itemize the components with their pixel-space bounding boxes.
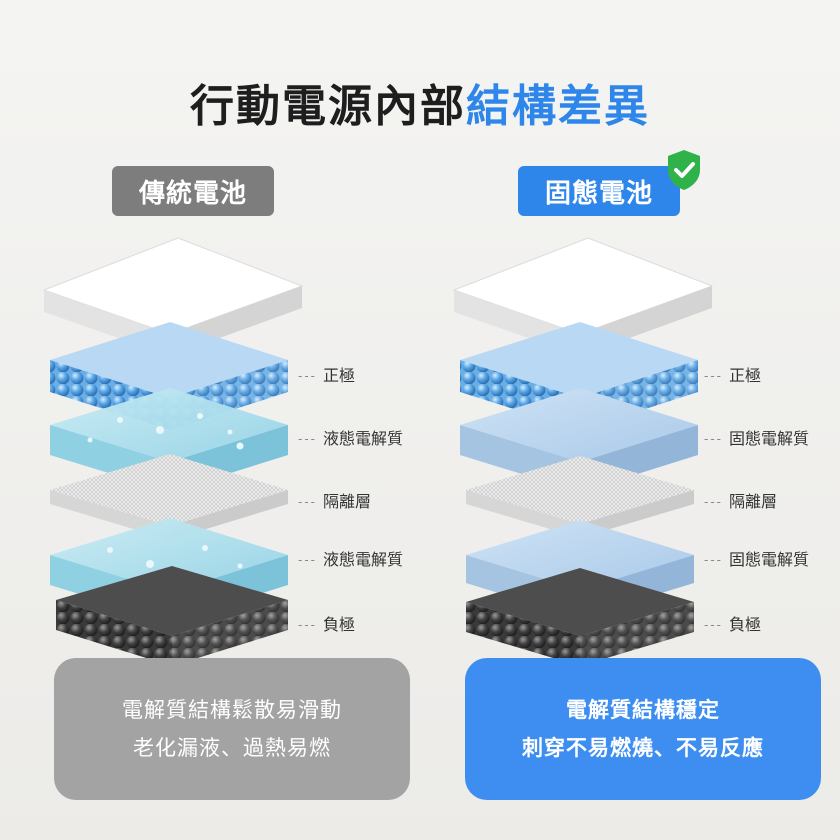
badge-traditional-battery: 傳統電池 — [112, 166, 274, 216]
traditional-description-line-2: 老化漏液、過熱易燃 — [133, 736, 331, 760]
right-label-electrolyte-2: ---固態電解質 — [704, 550, 810, 569]
traditional-description-line-1: 電解質結構鬆散易滑動 — [122, 698, 342, 722]
left-stack — [42, 237, 304, 666]
page-title: 行動電源內部結構差異 — [0, 70, 840, 134]
title-main: 行動電源內部 — [190, 81, 466, 132]
solid-state-description-line-2: 刺穿不易燃燒、不易反應 — [522, 736, 764, 760]
left-label-cathode: ---正極 — [298, 366, 356, 385]
left-label-anode: ---負極 — [298, 615, 356, 634]
right-separator-layer — [466, 456, 694, 538]
title-accent: 結構差異 — [466, 81, 650, 132]
right-anode-layer — [466, 568, 694, 666]
shield-check-icon — [668, 150, 700, 190]
right-label-cathode: ---正極 — [704, 366, 762, 385]
left-label-separator: ---隔離層 — [298, 492, 372, 511]
right-stack — [452, 237, 714, 666]
right-label-separator: ---隔離層 — [704, 492, 778, 511]
right-label-anode: ---負極 — [704, 615, 762, 634]
left-label-electrolyte-1: ---液態電解質 — [298, 429, 404, 448]
right-label-electrolyte-1: ---固態電解質 — [704, 429, 810, 448]
solid-state-description-card: 電解質結構穩定 刺穿不易燃燒、不易反應 — [465, 658, 821, 800]
left-label-electrolyte-2: ---液態電解質 — [298, 550, 404, 569]
solid-state-description-line-1: 電解質結構穩定 — [566, 698, 720, 722]
badge-solid-state-battery: 固態電池 — [518, 166, 680, 216]
traditional-description-card: 電解質結構鬆散易滑動 老化漏液、過熱易燃 — [54, 658, 410, 800]
left-anode-layer — [56, 566, 288, 666]
